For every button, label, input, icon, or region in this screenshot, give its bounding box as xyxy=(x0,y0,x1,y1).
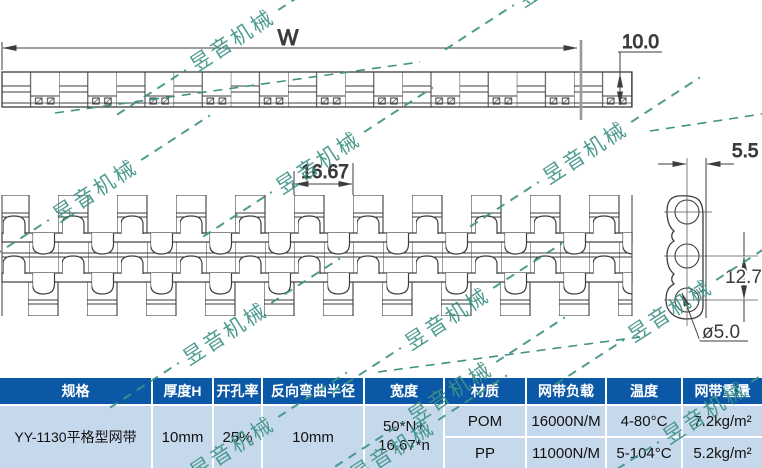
dim-pitch-1667: 16.67 xyxy=(293,162,354,195)
cell-load-pom: 16000N/M xyxy=(527,406,605,436)
col-header-thickness: 厚度H xyxy=(153,378,212,404)
cell-bend-radius: 10mm xyxy=(263,406,363,468)
technical-drawing: W 10.0 16.67 xyxy=(1,25,762,373)
cell-temp-pom: 4-80°C xyxy=(607,406,681,436)
spec-table: 规格 厚度H 开孔率 反向弯曲半径 宽度 材质 网带负载 温度 网带重量 YY-… xyxy=(0,378,762,468)
col-header-material: 材质 xyxy=(445,378,525,404)
dim-label-127: 12.7 xyxy=(725,267,762,288)
cell-material-pp: PP xyxy=(445,438,525,468)
col-header-temperature: 温度 xyxy=(607,378,681,404)
side-plate-outline xyxy=(665,195,704,320)
dim-label-55: 5.5 xyxy=(732,141,758,162)
cell-open-ratio: 25% xyxy=(214,406,261,468)
plan-view xyxy=(1,195,633,316)
dim-thickness-10: 10.0 xyxy=(617,32,662,106)
dim-label-10: 10.0 xyxy=(622,32,659,53)
cell-weight-pp: 5.2kg/m² xyxy=(683,438,762,468)
cell-material-pom: POM xyxy=(445,406,525,436)
cell-spec: YY-1130平格型网带 xyxy=(0,406,151,468)
dim-hole-pitch-127: 12.7 xyxy=(723,232,762,322)
cell-temp-pp: 5-104°C xyxy=(607,438,681,468)
cell-load-pp: 11000N/M xyxy=(527,438,605,468)
dim-hole-dia-50: ø5.0 xyxy=(681,292,748,345)
col-header-bend-radius: 反向弯曲半径 xyxy=(263,378,363,404)
side-view: 5.5 12.7 ø5.0 xyxy=(658,141,762,345)
dim-label-W: W xyxy=(278,25,299,50)
col-header-load: 网带负载 xyxy=(527,378,605,404)
col-header-weight: 网带重量 xyxy=(683,378,762,404)
cell-thickness: 10mm xyxy=(153,406,212,468)
dim-width-W: W xyxy=(1,25,583,120)
cell-width-formula: 50*N+ 16.67*n xyxy=(365,406,443,468)
cell-weight-pom: 7.2kg/m² xyxy=(683,406,762,436)
watermark-dash-lines xyxy=(54,61,762,373)
col-header-open-ratio: 开孔率 xyxy=(214,378,261,404)
col-header-spec: 规格 xyxy=(0,378,151,404)
dim-label-dia50: ø5.0 xyxy=(702,322,740,343)
col-header-width: 宽度 xyxy=(365,378,443,404)
front-elevation-view xyxy=(1,71,633,108)
dim-plate-55: 5.5 xyxy=(658,141,759,318)
dim-label-1667: 16.67 xyxy=(301,162,349,183)
